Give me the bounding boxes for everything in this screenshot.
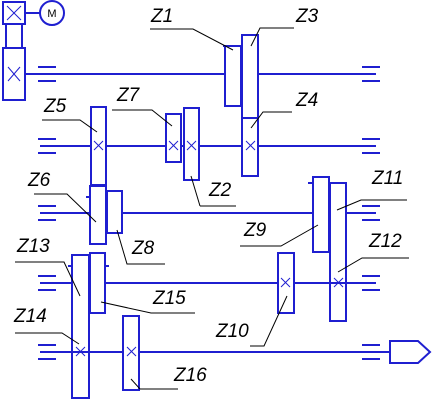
shaft-2	[38, 106, 380, 186]
gear-z4	[241, 117, 259, 177]
label-z11: Z11	[371, 168, 403, 189]
output-shaft	[38, 315, 432, 391]
gear-z13-z14	[71, 254, 90, 399]
shaft-3	[38, 176, 380, 322]
label-z9: Z9	[243, 220, 267, 241]
label-z8: Z8	[131, 238, 155, 259]
gear-z9	[312, 176, 330, 253]
label-z6: Z6	[27, 170, 51, 191]
output-coupling-icon	[389, 340, 432, 364]
label-z5: Z5	[43, 96, 67, 117]
gear-z8	[106, 190, 123, 234]
leader-lines	[15, 27, 409, 390]
gear-z3	[241, 34, 259, 119]
label-z2: Z2	[208, 180, 232, 201]
shaft-1	[25, 34, 380, 119]
label-z14: Z14	[13, 306, 47, 327]
motor-icon	[39, 0, 65, 26]
label-z10: Z10	[215, 321, 249, 342]
label-z13: Z13	[16, 236, 50, 257]
label-z12: Z12	[368, 231, 402, 252]
gear-z16	[122, 315, 140, 391]
shaft-4	[38, 252, 380, 399]
gear-z2	[183, 107, 200, 181]
label-z16: Z16	[173, 365, 207, 386]
gear-z7	[165, 113, 182, 163]
gear-z15	[89, 252, 106, 314]
label-z3: Z3	[295, 6, 319, 27]
gear-z11-z12	[329, 182, 347, 322]
gear-z1	[224, 45, 242, 107]
motor-label: M	[47, 8, 56, 20]
label-z15: Z15	[152, 288, 186, 309]
gear-z6	[89, 185, 107, 245]
label-z4: Z4	[295, 90, 318, 111]
label-z7: Z7	[116, 85, 141, 106]
motor-drive: M	[2, 0, 65, 101]
label-z1: Z1	[150, 6, 173, 27]
gear-labels: Z1 Z3 Z7 Z4 Z5 Z2 Z6 Z11 Z9 Z8 Z13 Z12 Z…	[13, 6, 403, 386]
